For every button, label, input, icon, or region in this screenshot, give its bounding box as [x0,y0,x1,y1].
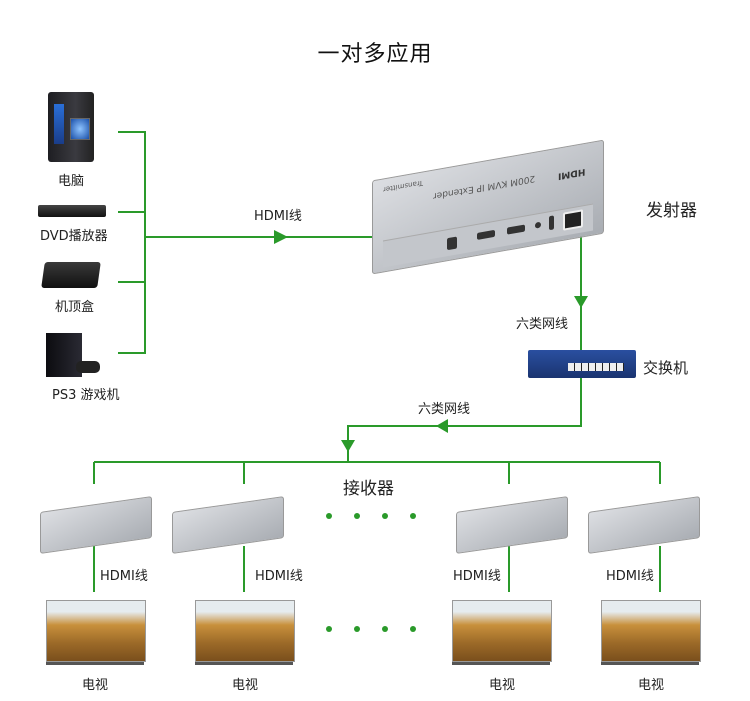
hdmi-logo: HDMI [558,165,586,181]
cable-label-hdmi-out-2: HDMI线 [255,569,303,584]
switch-label: 交换机 [643,359,689,377]
tv-label-1: 电视 [82,678,109,693]
tv-icon [46,600,146,665]
ellipsis-dot [326,513,332,519]
ellipsis-dot [382,626,388,632]
cable-label-lan-2: 六类网线 [418,402,471,417]
tv-icon [601,600,701,665]
switch-ports-icon [568,363,624,371]
source-label-stb: 机顶盒 [55,300,95,315]
cable-label-hdmi-out-4: HDMI线 [606,569,654,584]
set-top-box-icon [41,262,101,288]
tv-icon [452,600,552,665]
wire-pc [118,131,146,354]
cable-label-hdmi-out-1: HDMI线 [100,569,148,584]
hdmi-out-port-icon [507,224,525,235]
receiver-label: 接收器 [343,479,394,499]
arrow-left-icon [436,419,448,433]
arrow-down-icon [574,296,588,308]
game-console-icon [46,333,106,377]
usb-port-icon [549,215,554,231]
transmitter-label: 发射器 [646,201,697,221]
desktop-pc-icon [48,92,94,162]
ellipsis-dot [410,513,416,519]
rj45-port-icon [563,209,583,231]
network-switch-icon [528,350,636,378]
ellipsis-dot [382,513,388,519]
source-label-console: PS3 游戏机 [52,388,120,403]
tv-label-4: 电视 [638,678,665,693]
ellipsis-dot [354,626,360,632]
power-port-icon [447,236,457,251]
audio-port-icon [535,221,541,229]
source-label-pc: 电脑 [58,174,85,189]
ellipsis-dot [354,513,360,519]
ellipsis-dot [326,626,332,632]
transmitter-subtext: Transmitter [383,178,423,194]
wire-switch-rx [347,378,582,462]
arrow-right-icon [274,230,288,244]
tv-label-3: 电视 [489,678,516,693]
tv-label-2: 电视 [232,678,259,693]
ellipsis-dot [410,626,416,632]
diagram-title: 一对多应用 [317,42,433,67]
dvd-player-icon [38,205,106,217]
arrow-down-icon [341,440,355,452]
cable-label-hdmi-out-3: HDMI线 [453,569,501,584]
transmitter-model-text: 200M KVM IP Extender [433,172,536,201]
tv-icon [195,600,295,665]
hdmi-in-port-icon [477,229,495,240]
cable-label-hdmi-input: HDMI线 [254,209,302,224]
cable-label-lan-1: 六类网线 [516,317,569,332]
source-label-dvd: DVD播放器 [40,229,108,244]
